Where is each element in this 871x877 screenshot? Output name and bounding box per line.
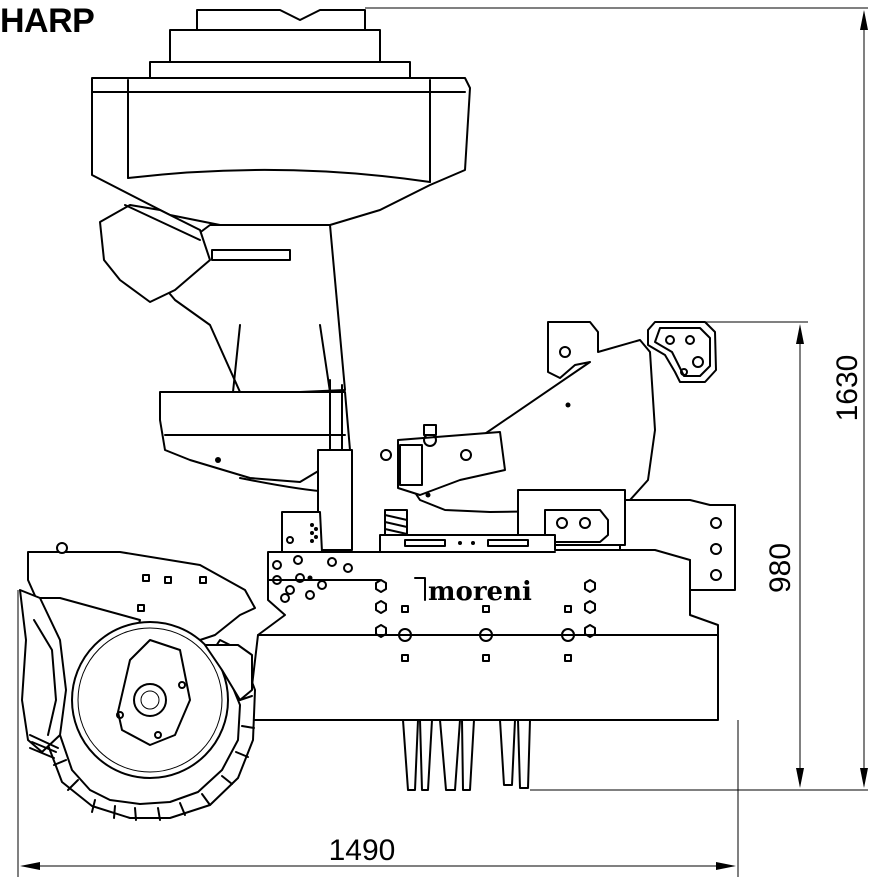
main-frame (247, 534, 719, 721)
dimension-label-total-width: 1490 (329, 834, 396, 867)
spring (384, 509, 408, 541)
dimension-label-total-height: 1630 (831, 355, 864, 422)
press-wheel-assembly (19, 542, 256, 821)
dimension-total-width: 1490 (20, 834, 736, 870)
drawing-title: HARP (0, 2, 95, 40)
dimension-total-height: 1630 (831, 10, 868, 788)
dimension-label-frame-height: 980 (764, 543, 797, 593)
coulter-discs (402, 719, 531, 791)
brand-logo-text: moreni (428, 577, 532, 607)
dimension-frame-height: 980 (764, 324, 804, 788)
dimension-lines: 1630 980 1490 (17, 7, 868, 877)
seed-hopper (91, 9, 471, 493)
brand-logo: moreni (414, 577, 532, 607)
gearbox (281, 379, 506, 553)
